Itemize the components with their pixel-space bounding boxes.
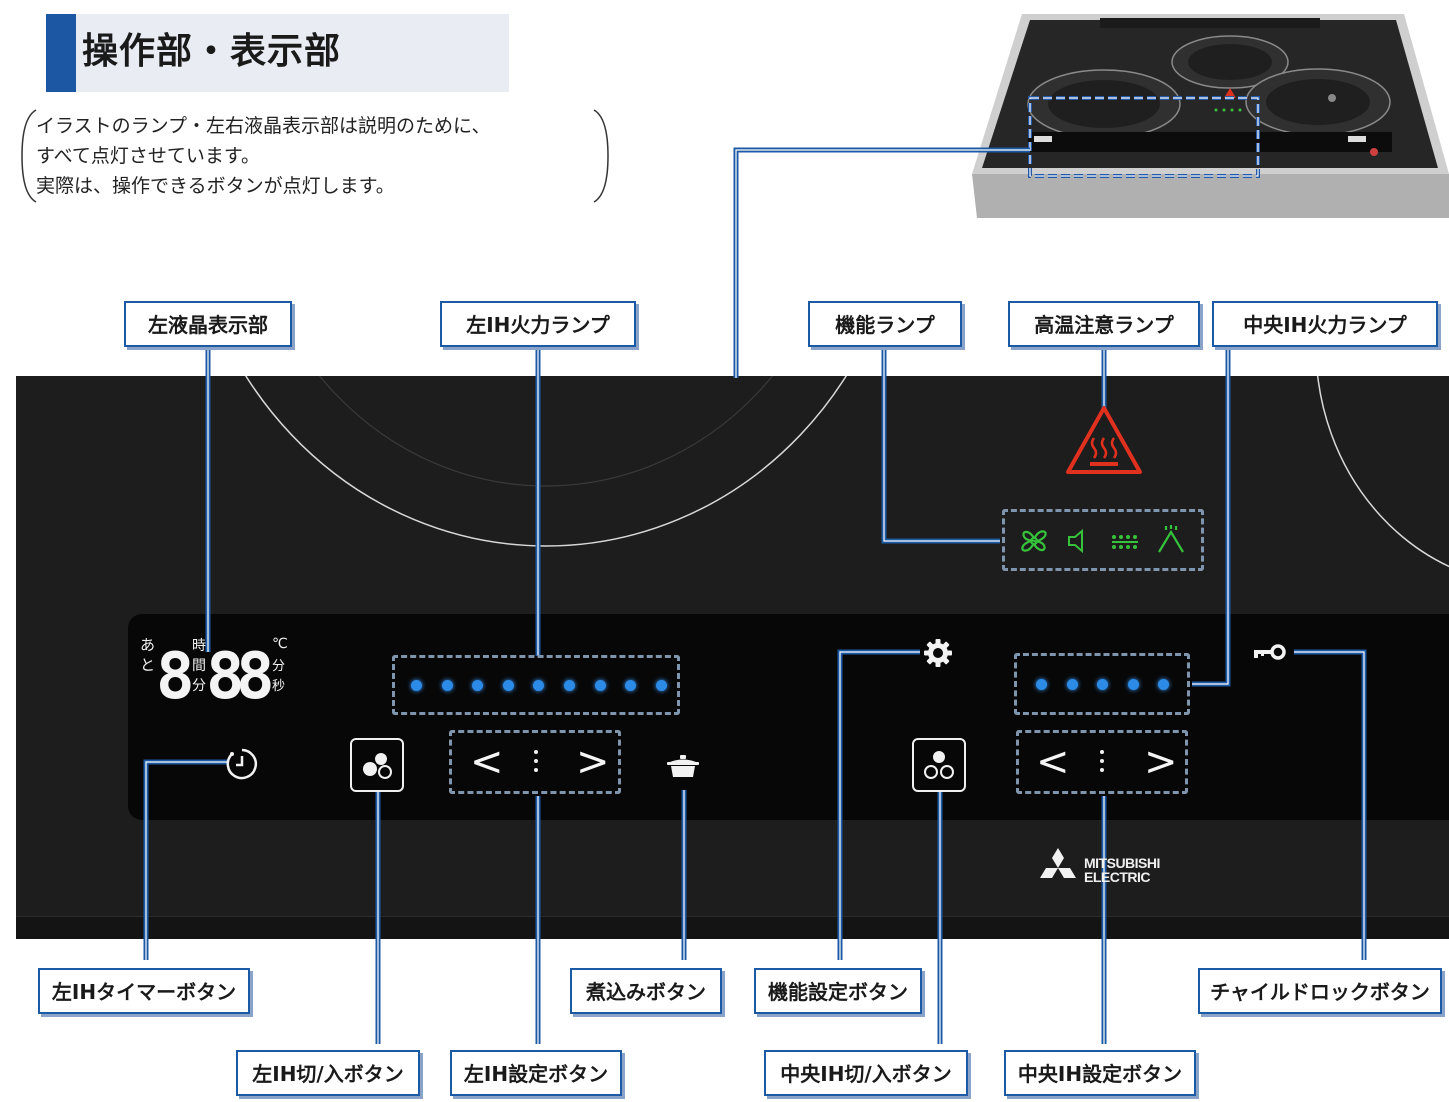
heat-lamp-dot (625, 680, 637, 691)
grill-icon (1110, 532, 1140, 556)
heat-lamp-dot (441, 680, 453, 691)
title-accent (46, 14, 76, 92)
heat-lamp-dot (594, 680, 606, 691)
note-line-2: すべて点灯させています。 (36, 145, 261, 167)
center-heat-lamp-group (1014, 653, 1190, 715)
label-simmer-button: 煮込みボタン (570, 968, 722, 1014)
lcd-unit-hour-2: 間 (192, 658, 206, 674)
label-left-setting-button: 左IH設定ボタン (450, 1050, 622, 1096)
key-icon[interactable] (1252, 642, 1288, 666)
left-heat-down-button[interactable]: < (470, 739, 504, 785)
fan-icon (1018, 526, 1050, 560)
left-setting-separator (534, 750, 538, 777)
center-setting-group (1016, 730, 1188, 794)
heat-lamp-dot (533, 680, 545, 691)
center-heat-down-button[interactable]: < (1036, 739, 1070, 785)
label-left-power-button: 左IH切/入ボタン (236, 1050, 420, 1096)
brand-line-1: MITSUBISHI (1084, 855, 1160, 871)
gear-icon[interactable] (922, 637, 954, 673)
control-strip (128, 614, 1449, 820)
label-high-temp-lamp: 高温注意ランプ (1008, 301, 1200, 347)
label-left-heat-lamp: 左IH火力ランプ (440, 301, 636, 347)
note-box: イラストのランプ・左右液晶表示部は説明のために、 すべて点灯させています。 実際… (20, 108, 610, 204)
label-child-lock-button: チャイルドロックボタン (1198, 968, 1442, 1014)
lcd-unit-celsius: ℃ (272, 636, 288, 652)
steam-icon (1156, 524, 1186, 558)
label-function-setting-button: 機能設定ボタン (754, 968, 922, 1014)
lcd-unit-hour-1: 時 (192, 638, 206, 654)
brand-logo: MITSUBISHI ELECTRIC (1036, 848, 1160, 888)
left-heat-lamp-group (392, 655, 680, 715)
lcd-unit-sec: 秒 (272, 679, 285, 694)
brand-text: MITSUBISHI ELECTRIC (1084, 856, 1160, 884)
heat-lamp-dot (564, 680, 575, 691)
page-title: 操作部・表示部 (82, 31, 342, 72)
left-lcd-display: あ と 8 時 間 分 8 8 ℃ 分 秒 (138, 628, 288, 714)
heat-lamp-dot (411, 680, 422, 691)
label-function-lamp: 機能ランプ (808, 301, 962, 347)
center-setting-separator (1100, 750, 1104, 777)
heat-lamp-dot (1036, 679, 1047, 690)
lcd-digit-1: 8 (156, 640, 195, 706)
note-line-1: イラストのランプ・左右液晶表示部は説明のために、 (36, 115, 491, 137)
left-heat-up-button[interactable]: > (576, 739, 610, 785)
center-heat-up-button[interactable]: > (1144, 739, 1178, 785)
label-center-power-button: 中央IH切/入ボタン (764, 1050, 968, 1096)
heat-lamp-dot (502, 680, 514, 691)
burner-power-icon (363, 753, 392, 779)
brand-line-2: ELECTRIC (1084, 869, 1150, 885)
label-center-setting-button: 中央IH設定ボタン (1004, 1050, 1196, 1096)
label-center-heat-lamp: 中央IH火力ランプ (1212, 301, 1438, 347)
pot-icon[interactable] (666, 754, 700, 784)
hot-surface-warning-icon (1064, 404, 1144, 480)
lcd-prefix-top: あ (140, 636, 155, 654)
title-bar (46, 14, 509, 92)
label-left-timer-button: 左IHタイマーボタン (38, 968, 250, 1014)
three-diamonds-icon (1040, 848, 1076, 878)
left-power-button[interactable] (350, 738, 404, 792)
heat-lamp-dot (1127, 679, 1139, 690)
speaker-icon (1066, 528, 1088, 558)
cooktop-thumbnail (972, 6, 1449, 218)
lcd-prefix-bottom: と (140, 656, 155, 674)
panel-edge (16, 916, 1449, 939)
note-line-3: 実際は、操作できるボタンが点灯します。 (36, 175, 395, 197)
burner-power-icon (924, 751, 954, 779)
heat-lamp-dot (1158, 679, 1170, 690)
center-power-button[interactable] (912, 738, 966, 792)
heat-lamp-dot (655, 680, 667, 691)
timer-icon[interactable] (224, 746, 260, 786)
left-setting-group (449, 730, 621, 794)
lcd-digit-3: 8 (236, 640, 275, 706)
heat-lamp-dot (472, 680, 484, 691)
lcd-unit-min-left: 分 (192, 678, 206, 694)
heat-lamp-dot (1066, 679, 1078, 690)
heat-lamp-dot (1097, 679, 1109, 690)
lcd-unit-min-right: 分 (272, 659, 285, 674)
label-left-display: 左液晶表示部 (124, 301, 292, 347)
lcd-digit-2: 8 (206, 640, 245, 706)
